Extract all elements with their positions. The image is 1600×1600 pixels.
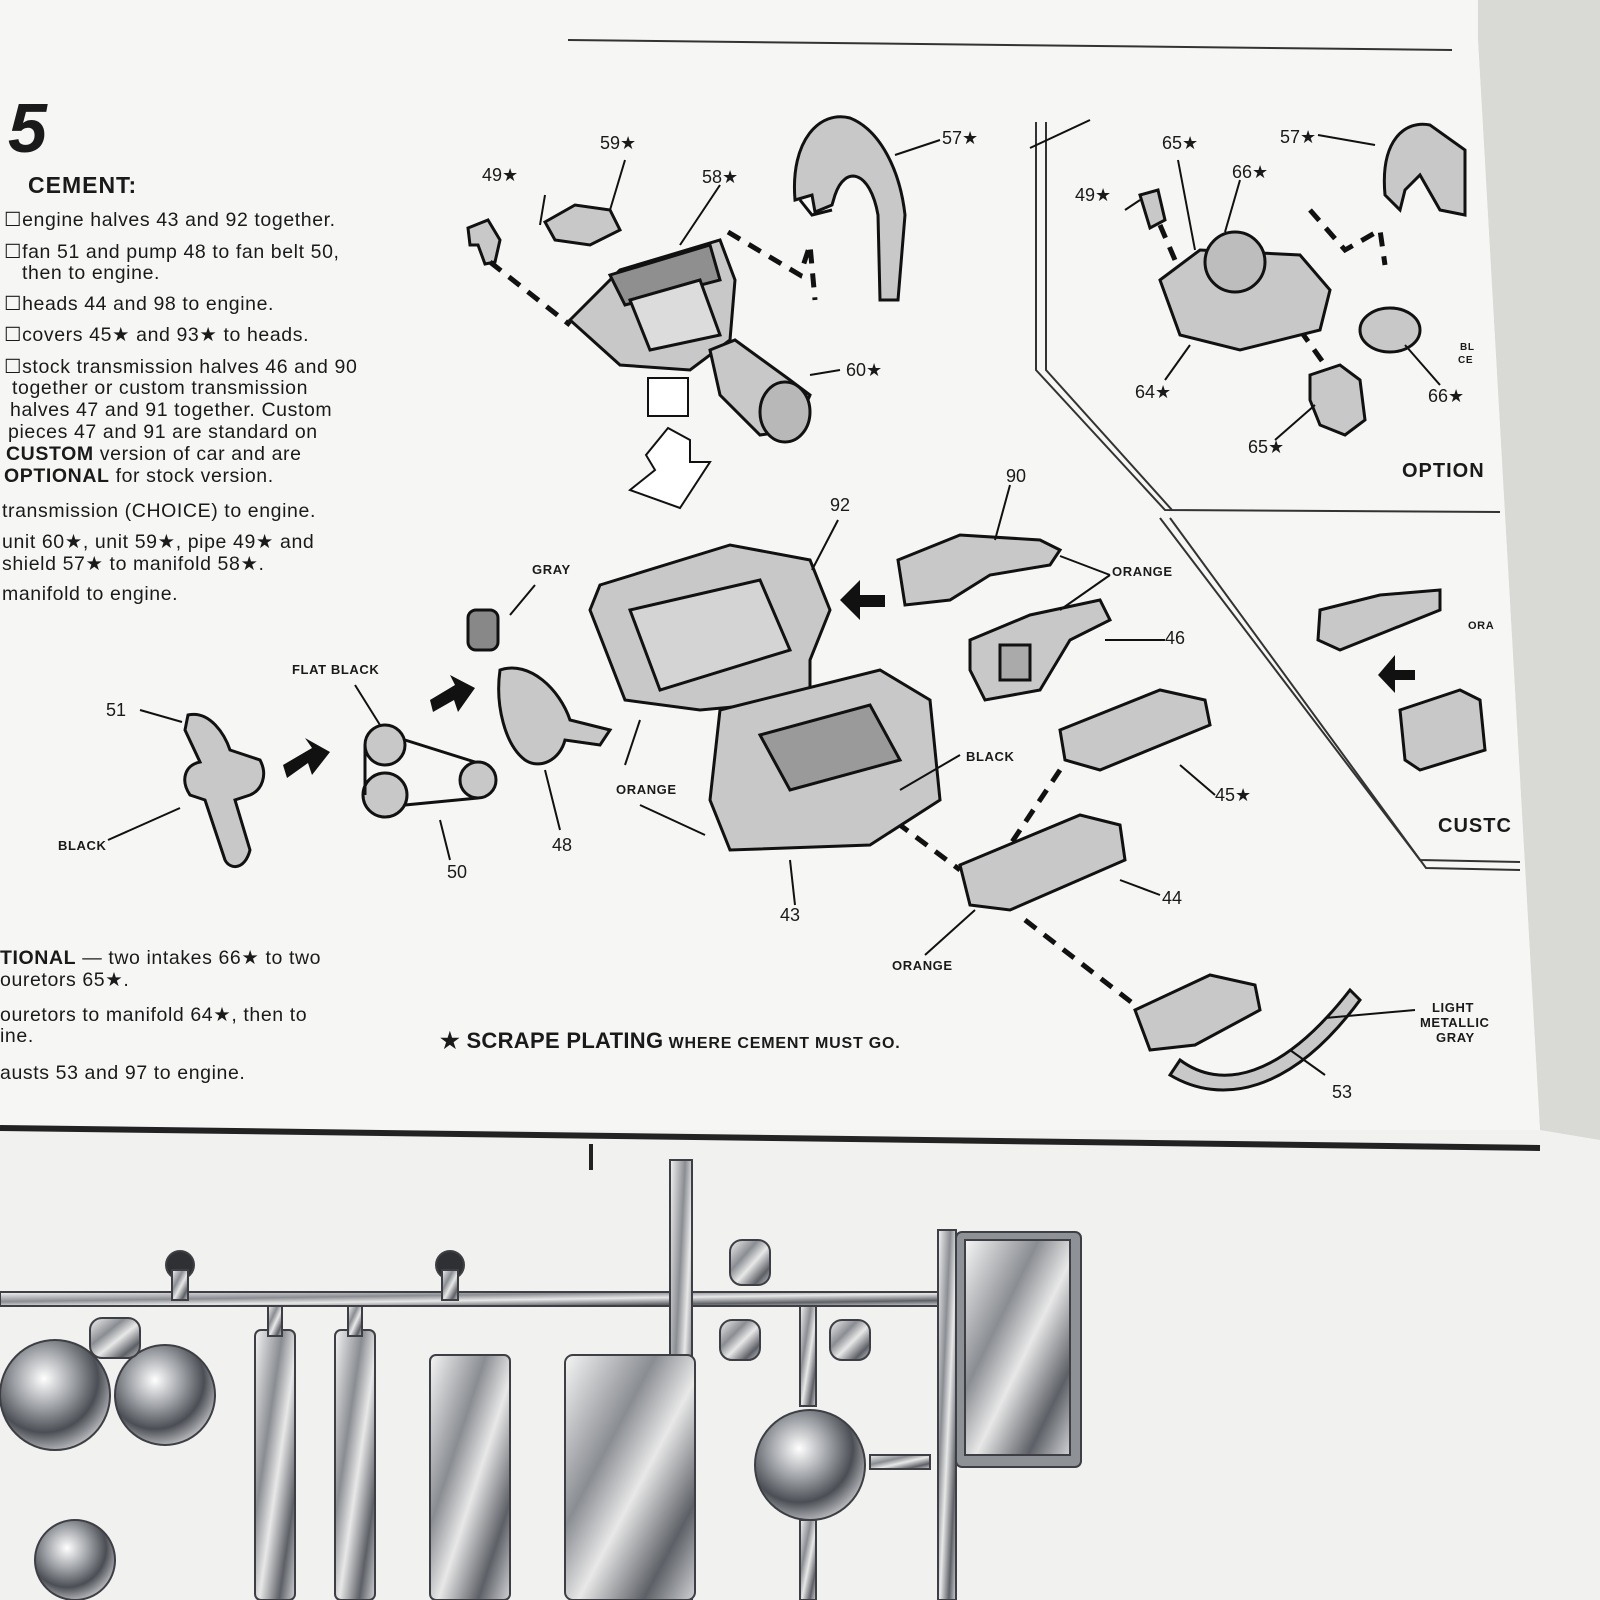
part-label-45: 45★ [1215, 785, 1252, 805]
part-label-49: 49★ [482, 165, 519, 185]
part-57-shield [792, 115, 907, 302]
instruction-line: ☐heads 44 and 98 to engine. [4, 293, 275, 315]
instruction-line: manifold to engine. [2, 583, 179, 605]
instruction-line: OPTIONAL for stock version. [4, 465, 274, 488]
part-label-50: 50 [447, 862, 468, 882]
instruction-text: version of car and are [93, 443, 302, 465]
instruction-line: transmission (CHOICE) to engine. [2, 500, 316, 522]
part-label-optional-66b: 66★ [1428, 386, 1465, 406]
instruction-text: for stock version. [109, 465, 274, 487]
part-label-59: 59★ [600, 133, 637, 153]
color-label-orange: ORANGE [616, 782, 677, 797]
optional-instruction-line: ouretors to manifold 64★, then to [0, 1004, 308, 1026]
part-label-92: 92 [830, 495, 851, 515]
star-icon: ★ [440, 1028, 461, 1053]
instruction-line: shield 57★ to manifold 58★. [2, 553, 265, 575]
optional-carb-65 [1308, 363, 1367, 437]
part-label-48: 48 [552, 835, 573, 855]
part-53-exhaust [1133, 973, 1362, 1092]
part-label-optional-57: 57★ [1280, 127, 1317, 147]
color-label-ce: CE [1458, 355, 1474, 366]
optional-instruction-line: austs 53 and 97 to engine. [0, 1062, 246, 1084]
part-90-transmission [896, 533, 1063, 607]
instruction-line: ☐covers 45★ and 93★ to heads. [4, 324, 310, 346]
color-label-gray: GRAY [532, 562, 571, 577]
part-50-belt [361, 723, 498, 819]
part-45-cover [1058, 688, 1212, 772]
instruction-line: CUSTOM version of car and are [6, 443, 302, 466]
instruction-line: ☐stock transmission halves 46 and 90 [4, 356, 358, 378]
part-60-unit [708, 338, 812, 444]
part-label-46: 46 [1165, 628, 1186, 648]
custom-transmission-part-2 [1398, 688, 1487, 772]
part-label-58: 58★ [702, 167, 739, 187]
cement-heading: CEMENT: [28, 172, 138, 198]
instruction-text: — two intakes 66★ to two [76, 947, 322, 969]
step-number: 5 [8, 89, 47, 167]
custom-word: CUSTOM [6, 443, 94, 465]
direction-arrows [283, 580, 1415, 778]
optional-manifold-64 [1158, 230, 1332, 352]
scrape-plating-note: ★ SCRAPE PLATING WHERE CEMENT MUST GO. [440, 1028, 901, 1054]
color-label-light-metallic-gray: METALLIC [1420, 1015, 1490, 1030]
instruction-line: halves 47 and 91 together. Custom [10, 399, 333, 421]
part-label-optional-64: 64★ [1135, 382, 1172, 402]
optional-panel-label: OPTION [1402, 460, 1485, 482]
part-label-optional-66: 66★ [1232, 162, 1269, 182]
color-label-ora: ORA [1468, 620, 1495, 632]
custom-transmission-part [1316, 588, 1442, 652]
part-label-57: 57★ [942, 128, 979, 148]
footnote-text: WHERE CEMENT MUST GO. [663, 1035, 901, 1052]
color-label-orange: ORANGE [892, 958, 953, 973]
part-label-optional-65: 65★ [1162, 133, 1199, 153]
optional-word: TIONAL [0, 947, 77, 969]
part-92-engine-half [588, 543, 832, 712]
part-label-60: 60★ [846, 360, 883, 380]
part-59-unit [542, 203, 623, 247]
instruction-line: ☐fan 51 and pump 48 to fan belt 50, [4, 241, 340, 263]
color-label-black: BLACK [966, 749, 1015, 764]
chrome-parts-sprue [0, 1159, 1082, 1600]
part-label-44: 44 [1162, 888, 1183, 908]
instruction-line: ☐engine halves 43 and 92 together. [4, 209, 336, 231]
optional-intake-66 [1358, 306, 1422, 354]
custom-panel-label: CUSTC [1438, 815, 1512, 837]
part-label-optional-49: 49★ [1075, 185, 1112, 205]
part-46-transmission [968, 598, 1113, 702]
color-label-light-metallic-gray: LIGHT [1432, 1000, 1474, 1015]
color-label-light-metallic-gray: GRAY [1436, 1030, 1475, 1045]
optional-word: OPTIONAL [4, 465, 110, 487]
optional-pipe-49 [1138, 188, 1167, 231]
part-label-51: 51 [106, 700, 127, 720]
part-label-43: 43 [780, 905, 801, 925]
part-58-manifold [567, 238, 737, 372]
footnote-bold: SCRAPE PLATING [466, 1028, 664, 1053]
color-label-bl: BL [1460, 342, 1475, 353]
instruction-line: together or custom transmission [12, 377, 309, 399]
part-label-53: 53 [1332, 1082, 1353, 1102]
optional-shield-57 [1382, 122, 1467, 217]
optional-instruction-line: ine. [0, 1025, 34, 1047]
instruction-line: then to engine. [22, 262, 161, 284]
part-48-pump [466, 608, 613, 766]
part-44-head [958, 813, 1127, 912]
part-label-optional-65b: 65★ [1248, 437, 1285, 457]
part-51-fan [183, 712, 266, 869]
assembly-arrow [627, 377, 712, 510]
part-label-90: 90 [1006, 466, 1027, 486]
instruction-line: unit 60★, unit 59★, pipe 49★ and [2, 531, 315, 553]
optional-instruction-line: ouretors 65★. [0, 969, 130, 991]
optional-instruction-line: TIONAL — two intakes 66★ to two [0, 946, 321, 970]
color-label-black: BLACK [58, 838, 107, 853]
color-label-orange: ORANGE [1112, 564, 1173, 579]
instruction-line: pieces 47 and 91 are standard on [8, 421, 318, 443]
optional-panel-frame [1035, 122, 1521, 871]
color-label-flat-black: FLAT BLACK [292, 662, 380, 677]
part-43-engine-half [708, 668, 942, 852]
